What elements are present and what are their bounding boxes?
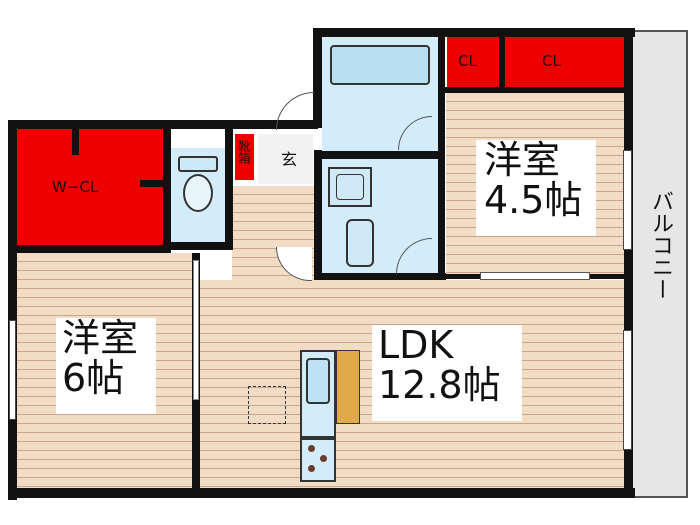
room-name: 洋室 <box>62 316 139 360</box>
balcony-label: バルコニー <box>648 190 673 300</box>
washing-machine-drum <box>336 174 364 200</box>
fridge-space <box>248 386 286 424</box>
wall <box>171 242 233 250</box>
window <box>9 320 16 420</box>
outer-wall <box>313 28 635 37</box>
wall <box>163 129 171 249</box>
outer-wall <box>313 28 322 128</box>
window <box>623 150 632 250</box>
outer-wall <box>8 120 17 500</box>
wall <box>322 151 438 159</box>
ldk-room <box>200 280 624 488</box>
window <box>623 330 632 450</box>
wall <box>17 245 171 253</box>
room-size: 12.8帖 <box>378 363 501 407</box>
outer-wall <box>8 120 318 129</box>
room-name: LDK <box>378 323 454 367</box>
kitchen-counter <box>336 350 360 424</box>
wall <box>499 37 505 93</box>
closet-right <box>505 37 624 87</box>
outer-wall <box>8 488 635 498</box>
room-name: 洋室 <box>484 138 561 182</box>
entrance <box>258 134 313 184</box>
bathtub <box>330 45 430 85</box>
wall <box>314 150 322 280</box>
toilet-bowl <box>183 174 213 212</box>
closet-left <box>447 37 499 87</box>
shoe-box-label: 靴箱 <box>237 140 251 164</box>
stove-burner <box>308 445 315 452</box>
room-label-6: 洋室 6帖 <box>56 318 156 414</box>
entrance-door <box>276 92 314 130</box>
wash-basin <box>346 219 374 267</box>
shoe-box <box>235 134 254 180</box>
closet-right-label: CL <box>542 52 561 70</box>
washing-machine <box>328 167 372 207</box>
room-label-ldk: LDK 12.8帖 <box>372 325 522 421</box>
wall <box>438 37 445 277</box>
wall-opening <box>193 260 199 400</box>
hallway <box>232 186 314 281</box>
kitchen-sink <box>306 358 330 404</box>
wall <box>72 129 79 155</box>
walk-in-closet <box>17 129 163 245</box>
stove-burner <box>308 465 315 472</box>
room-size: 4.5帖 <box>484 178 583 222</box>
room-label-45: 洋室 4.5帖 <box>476 140 596 236</box>
wall <box>322 273 446 280</box>
stove-burner <box>320 455 327 462</box>
wall <box>445 87 624 93</box>
entrance-label: 玄 <box>281 150 298 169</box>
toilet-tank <box>178 156 218 172</box>
wall <box>225 129 233 249</box>
closet-left-label: CL <box>458 52 477 70</box>
outer-wall <box>624 28 633 498</box>
closet-label: W−CL <box>52 178 99 196</box>
wall <box>140 180 163 187</box>
sliding-door <box>480 272 590 280</box>
stove <box>300 438 336 482</box>
room-size: 6帖 <box>62 356 125 400</box>
